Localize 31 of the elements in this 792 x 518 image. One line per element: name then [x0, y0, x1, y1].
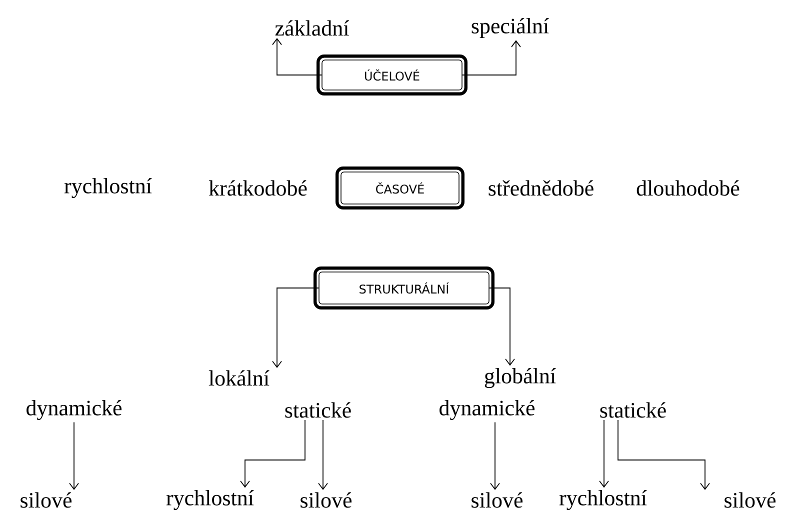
term-label: dynamické	[440, 400, 535, 420]
arrow	[599, 420, 609, 488]
arrow	[490, 422, 500, 490]
term-label: silové	[20, 492, 72, 508]
arrow	[488, 288, 515, 366]
term-label: dynamické	[26, 400, 122, 420]
term-label: silové	[724, 492, 776, 508]
term-label: rychlostní	[64, 178, 152, 198]
category-box: ČASOVÉ	[336, 166, 464, 210]
term-label: statické	[285, 402, 351, 418]
term-label: základní	[275, 20, 350, 36]
term-label: speciální	[472, 18, 549, 38]
term-label: rychlostní	[559, 490, 647, 510]
category-box: STRUKTURÁLNÍ	[314, 266, 494, 310]
arrow	[272, 38, 322, 76]
arrow	[318, 420, 328, 490]
arrow	[240, 420, 306, 488]
term-label: silové	[300, 492, 352, 508]
arrow	[462, 40, 521, 76]
term-label: globální	[484, 368, 556, 388]
category-box: ÚČELOVÉ	[316, 54, 468, 96]
term-label: rychlostní	[166, 490, 254, 510]
term-label: lokální	[208, 370, 270, 386]
arrow	[69, 422, 79, 490]
term-label: statické	[600, 402, 666, 418]
term-label: střednědobé	[488, 180, 594, 196]
term-label: silové	[472, 492, 523, 508]
term-label: krátkodobé	[208, 180, 307, 196]
term-label: dlouhodobé	[636, 180, 740, 196]
arrow	[272, 288, 320, 368]
arrow	[618, 420, 710, 490]
